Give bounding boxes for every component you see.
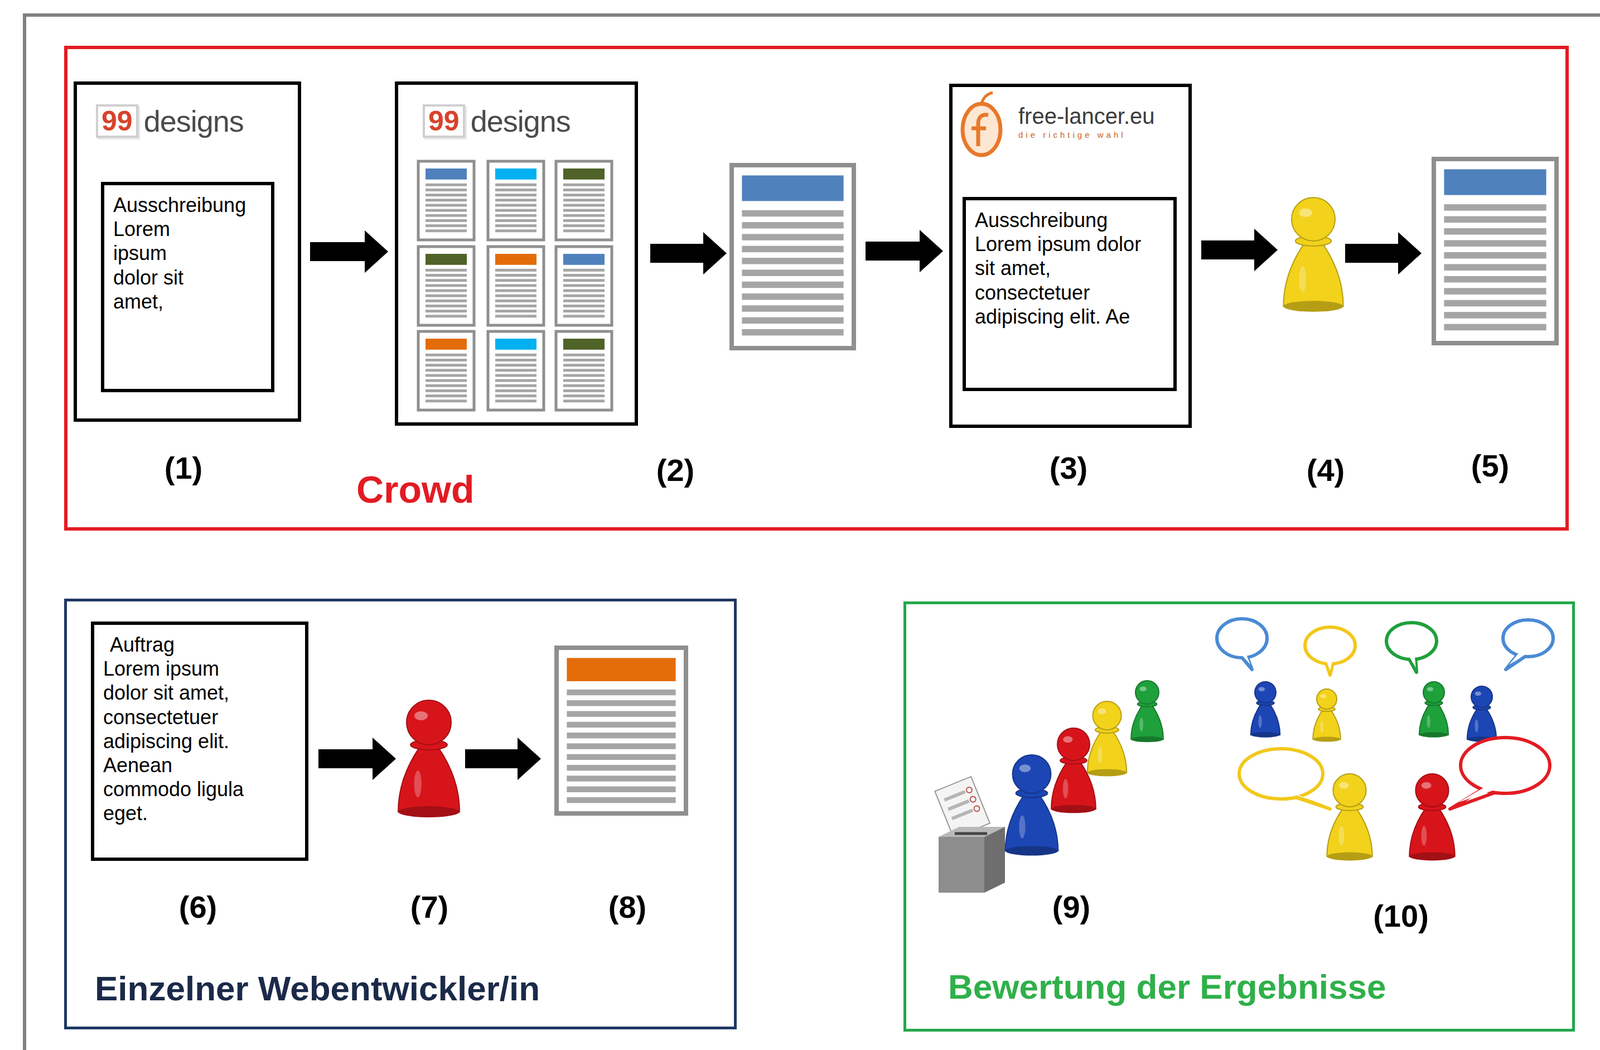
callout-number: (4) bbox=[1306, 451, 1345, 488]
region-title: Crowd bbox=[356, 467, 475, 511]
freelancer-pawn bbox=[1283, 197, 1343, 312]
callout-number: (8) bbox=[608, 888, 647, 925]
result-document bbox=[731, 165, 854, 348]
design-mockup bbox=[556, 246, 612, 326]
box-heading: Ausschreibung bbox=[974, 208, 1165, 232]
design-mockup bbox=[487, 246, 544, 326]
developer-region: Einzelner Webentwickler/in AuftragLorem i… bbox=[64, 598, 737, 1029]
callout-number: (5) bbox=[1471, 447, 1510, 484]
design-mockup bbox=[556, 161, 612, 240]
design-mockup bbox=[418, 246, 475, 326]
ballot-box bbox=[934, 776, 1005, 893]
result-document bbox=[1433, 158, 1557, 343]
logo: free-lancer.eudie richtige wahl bbox=[1018, 103, 1155, 140]
box-body: Lorem ipsum dolor sit amet, consectetuer… bbox=[974, 231, 1159, 329]
flow-arrow bbox=[650, 231, 727, 275]
logo-text: 99 bbox=[95, 104, 139, 139]
result-document bbox=[556, 647, 686, 814]
box-heading: Auftrag bbox=[103, 632, 297, 657]
design-mockup bbox=[487, 331, 544, 410]
callout-number: (1) bbox=[164, 449, 203, 486]
callout-number: (6) bbox=[179, 888, 217, 925]
evaluation-region: Bewertung der Ergebnisse bbox=[903, 601, 1575, 1032]
logo-text: die richtige wahl bbox=[1018, 129, 1126, 140]
logo-text: designs bbox=[470, 103, 571, 139]
flow-arrow bbox=[318, 737, 396, 780]
callout-number: (2) bbox=[656, 451, 695, 488]
logo-text: 99 bbox=[422, 104, 466, 139]
flow-arrow bbox=[1345, 231, 1422, 275]
logo: 99designs bbox=[422, 103, 571, 139]
platform-card: free-lancer.eudie richtige wahlAusschrei… bbox=[949, 83, 1192, 428]
flow-arrow bbox=[1201, 228, 1278, 272]
order-box: AuftragLorem ipsum dolor sit amet, conse… bbox=[90, 621, 309, 861]
box-heading: Ausschreibung bbox=[113, 192, 263, 217]
design-mockup bbox=[418, 331, 475, 410]
tender-box: AusschreibungLorem ipsum dolor sit amet, bbox=[100, 181, 275, 393]
design-mockup bbox=[418, 161, 475, 240]
callout-number: (3) bbox=[1049, 449, 1088, 486]
callout-number: (10) bbox=[1373, 897, 1429, 934]
outer-frame bbox=[24, 15, 1600, 1050]
region-title: Einzelner Webentwickler/in bbox=[94, 968, 540, 1008]
callout-number: (9) bbox=[1052, 888, 1091, 925]
tender-box: AusschreibungLorem ipsum dolor sit amet,… bbox=[962, 196, 1177, 391]
flow-arrow bbox=[310, 230, 389, 273]
flow-arrow bbox=[865, 229, 944, 273]
callout-number: (7) bbox=[410, 888, 449, 925]
region-title: Bewertung der Ergebnisse bbox=[948, 966, 1387, 1007]
logo-text: designs bbox=[143, 103, 244, 139]
box-body: Lorem ipsum dolor sit amet, bbox=[113, 216, 209, 314]
logo-text: free-lancer.eu bbox=[1018, 103, 1155, 129]
developer-pawn bbox=[398, 699, 460, 818]
voting-pawns bbox=[1005, 680, 1164, 856]
design-mockups bbox=[418, 161, 612, 410]
flow-arrows bbox=[318, 228, 1422, 780]
freelancer-icon bbox=[962, 92, 1001, 156]
discussion-group bbox=[1216, 618, 1554, 860]
design-mockup bbox=[487, 161, 544, 240]
flow-arrow bbox=[465, 737, 541, 780]
platform-card: 99designs bbox=[394, 81, 638, 426]
logo: 99designs bbox=[95, 103, 244, 139]
design-mockup bbox=[556, 331, 612, 410]
platform-card: 99designsAusschreibungLorem ipsum dolor … bbox=[73, 81, 302, 422]
box-body: Lorem ipsum dolor sit amet, consectetuer… bbox=[103, 656, 257, 825]
